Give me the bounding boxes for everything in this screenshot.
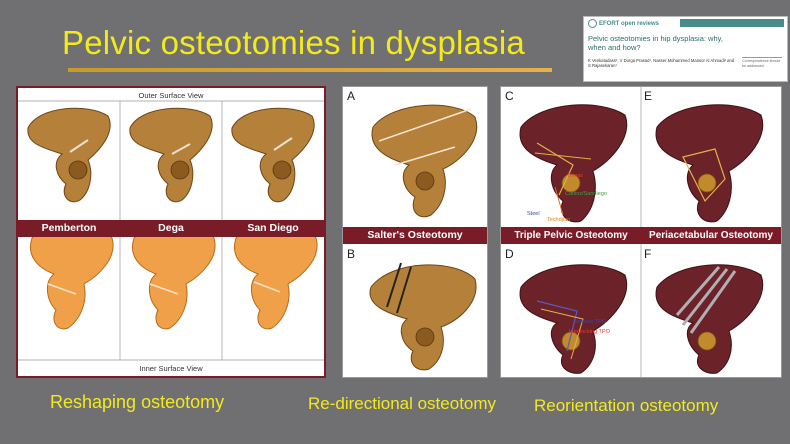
figure-letter-b: B: [347, 247, 356, 261]
figure-letter-c: C: [505, 89, 514, 103]
tonnis-annotation: Tonnis: [567, 173, 583, 179]
reorientation-category: Reorientation osteotomy: [534, 396, 719, 415]
redirectional-category: Re-directional osteotomy: [308, 394, 497, 413]
inner-surface-caption: Inner Surface View: [139, 364, 203, 373]
san-diego-label: San Diego: [247, 222, 299, 234]
article-thumbnail: EFORT open reviews Pelvic osteotomies in…: [583, 16, 788, 82]
salter-label-bar: Salter's Osteotomy: [343, 227, 487, 244]
reorientation-label-bar: Triple Pelvic Osteotomy Periacetabular O…: [501, 227, 781, 244]
periacetabular-label: Periacetabular Osteotomy: [649, 230, 773, 241]
salter-label: Salter's Osteotomy: [367, 229, 463, 241]
dega-label: Dega: [158, 222, 184, 234]
redirectional-panel: A Salter's Osteotomy B: [342, 86, 488, 378]
interlocking-tpo-annotation: Interlocking TPO: [569, 329, 610, 335]
bernese-tpo-annotation: Bernese TPO: [573, 319, 607, 325]
pemberton-label: Pemberton: [41, 222, 97, 234]
reorientation-panel: C E: [500, 86, 782, 378]
journal-logo-icon: [588, 19, 597, 28]
carlioz-sandiego-annotation: Carlioz/Sandiego: [565, 191, 607, 197]
techdjian-annotation: Techdjian: [547, 217, 571, 223]
reorientation-illustrations: [519, 87, 764, 377]
article-authors: K Venkatadass¹, V Durga Prasad¹, Nasser …: [588, 58, 735, 68]
reshaping-illustrations: [18, 100, 324, 361]
reshaping-category: Reshaping osteotomy: [50, 392, 225, 412]
article-title: Pelvic osteotomies in hip dysplasia: why…: [588, 34, 723, 52]
journal-name: EFORT open reviews: [599, 21, 660, 28]
journal-header-bar: [680, 19, 784, 27]
figure-letter-f: F: [644, 247, 652, 261]
reshaping-panel: Outer Surface View: [16, 86, 326, 378]
slide-title: Pelvic osteotomies in dysplasia: [62, 24, 525, 61]
steel-annotation: Steel: [527, 211, 540, 217]
figure-letter-a: A: [347, 89, 356, 103]
reshaping-label-bar: Pemberton Dega San Diego: [18, 220, 324, 237]
journal-brand: EFORT open reviews: [588, 19, 659, 28]
title-underline: [68, 68, 552, 72]
figure-letter-e: E: [644, 89, 653, 103]
triple-pelvic-label: Triple Pelvic Osteotomy: [514, 230, 628, 241]
article-correspondence: Correspondence should be addressed: [742, 57, 782, 68]
salter-illustrations: [369, 104, 478, 371]
figure-letter-d: D: [505, 247, 514, 261]
outer-surface-caption: Outer Surface View: [138, 91, 204, 100]
